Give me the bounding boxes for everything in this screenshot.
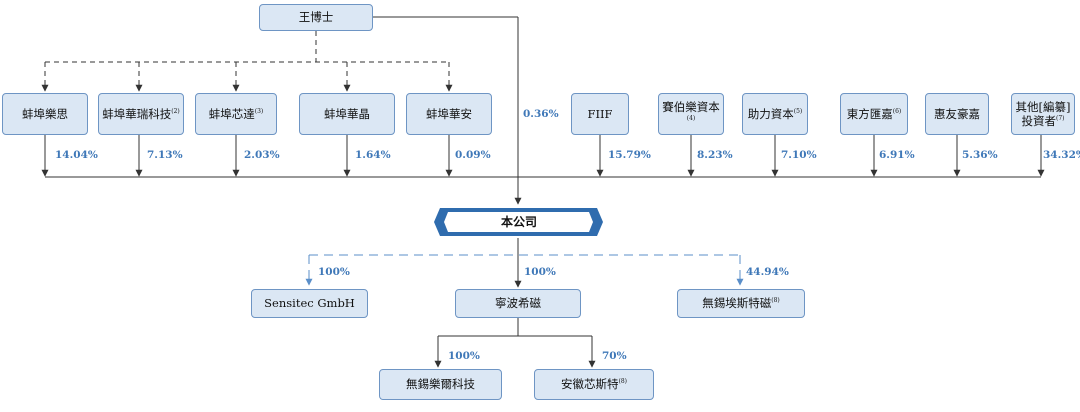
subsidiary-name: 寧波希磁 [495, 296, 541, 311]
subsidiary-pct: 44.94% [746, 266, 789, 278]
shareholder-box-6: FIIF [571, 93, 629, 135]
shareholder-pct: 7.10% [781, 149, 817, 161]
subsidiary-lines [305, 238, 744, 368]
subsidiary-box-ningbo: 寧波希磁 [455, 289, 581, 318]
shareholder-pct: 15.79% [608, 149, 651, 161]
shareholder-name: 賽伯樂資本(4) [662, 99, 720, 123]
control-dashed-lines [41, 31, 453, 92]
shareholder-name: 蚌埠芯達(3) [208, 106, 264, 121]
shareholder-pct: 34.32% [1043, 149, 1080, 161]
sub-subsidiary-box-anhui: 安徽芯斯特(8) [534, 369, 654, 400]
subsidiary-name: Sensitec GmbH [264, 296, 355, 311]
company-banner [434, 208, 603, 236]
shareholder-name: 其他[編纂]投資者(7) [1015, 99, 1071, 128]
shareholder-pct: 14.04% [55, 149, 98, 161]
shareholder-pct: 7.13% [147, 149, 183, 161]
shareholder-box-1: 蚌埠樂思 [2, 93, 88, 135]
shareholder-box-8: 助力資本(5) [742, 93, 808, 135]
founder-box: 王博士 [259, 4, 373, 31]
sub-subsidiary-box-wuxi-leer: 無錫樂爾科技 [379, 369, 502, 400]
shareholder-box-2: 蚌埠華瑞科技(2) [98, 93, 184, 135]
shareholder-name: 蚌埠華安 [426, 106, 472, 121]
shareholder-box-4: 蚌埠華晶 [299, 93, 395, 135]
shareholder-pct: 5.36% [962, 149, 998, 161]
shareholder-name: 蚌埠華瑞科技(2) [102, 106, 180, 121]
shareholder-name: FIIF [587, 106, 613, 121]
shareholder-name: 蚌埠華晶 [324, 106, 370, 121]
shareholder-pct: 1.64% [355, 149, 391, 161]
shareholder-box-7: 賽伯樂資本(4) [658, 93, 724, 135]
founder-label: 王博士 [298, 10, 334, 25]
founder-direct-line [373, 16, 522, 205]
shareholder-pct: 0.09% [455, 149, 491, 161]
shareholder-name: 東方匯嘉(6) [846, 106, 902, 121]
shareholder-pct: 6.91% [879, 149, 915, 161]
shareholder-name: 助力資本(5) [747, 106, 803, 121]
shareholder-box-5: 蚌埠華安 [406, 93, 492, 135]
sub-subsidiary-name: 安徽芯斯特(8) [561, 377, 627, 392]
shareholder-pct: 2.03% [244, 149, 280, 161]
shareholder-name: 蚌埠樂思 [22, 106, 68, 121]
subsidiary-name: 無錫埃斯特磁(8) [702, 296, 780, 311]
shareholder-name: 惠友豪嘉 [934, 106, 980, 121]
sub-subsidiary-pct: 100% [448, 350, 480, 362]
sub-subsidiary-pct: 70% [602, 350, 627, 362]
shareholder-pct: 8.23% [697, 149, 733, 161]
shareholder-box-11: 其他[編纂]投資者(7) [1011, 93, 1075, 135]
founder-direct-pct: 0.36% [523, 108, 559, 120]
shareholder-box-3: 蚌埠芯達(3) [195, 93, 277, 135]
company-label: 本公司 [500, 214, 537, 229]
shareholder-box-10: 惠友豪嘉 [925, 93, 989, 135]
subsidiary-pct: 100% [318, 266, 350, 278]
shareholder-box-9: 東方匯嘉(6) [840, 93, 908, 135]
subsidiary-box-sensitec: Sensitec GmbH [251, 289, 368, 318]
subsidiary-pct: 100% [524, 266, 556, 278]
subsidiary-box-wuxi: 無錫埃斯特磁(8) [677, 289, 805, 318]
sub-subsidiary-name: 無錫樂爾科技 [406, 377, 475, 392]
shareholder-lines [41, 135, 1045, 178]
